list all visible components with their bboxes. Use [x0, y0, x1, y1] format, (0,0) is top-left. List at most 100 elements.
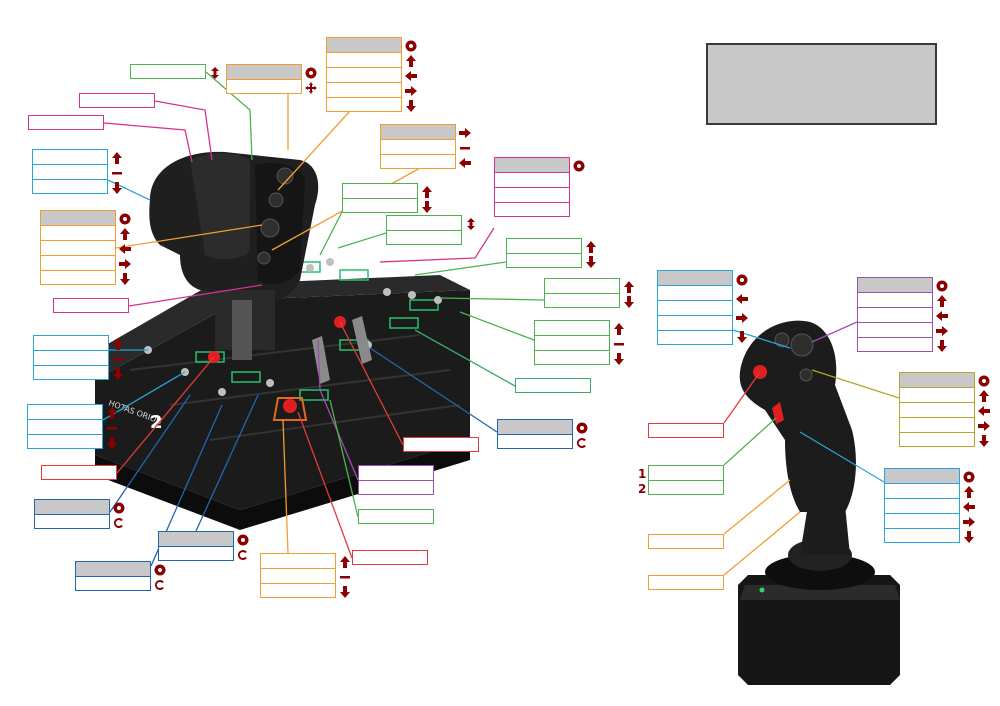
label-entry-cell[interactable] — [516, 379, 590, 394]
label-header-cell[interactable] — [498, 420, 572, 435]
label-entry-cell[interactable] — [658, 301, 732, 316]
l-darkblue-pr3-label-box[interactable] — [158, 531, 234, 561]
l-pink-hat-label-box[interactable] — [494, 157, 570, 217]
label-entry-cell[interactable] — [353, 551, 427, 566]
l-orange-udc-label-box[interactable] — [260, 553, 336, 598]
l-stick-red-label-box[interactable] — [648, 423, 724, 438]
l-stick-hat-blue-label-box[interactable] — [657, 270, 733, 345]
label-entry-cell[interactable] — [858, 338, 932, 353]
label-header-cell[interactable] — [41, 211, 115, 226]
label-entry-cell[interactable] — [327, 83, 401, 98]
label-entry-cell[interactable] — [29, 116, 103, 131]
label-header-cell[interactable] — [495, 158, 569, 173]
label-entry-cell[interactable] — [404, 438, 478, 453]
label-entry-cell[interactable] — [649, 481, 723, 496]
label-entry-cell[interactable] — [42, 466, 116, 481]
l-blue-udc-label-box[interactable] — [32, 149, 108, 194]
l-blue-udc2-label-box[interactable] — [33, 335, 109, 380]
label-entry-cell[interactable] — [545, 294, 619, 309]
label-header-cell[interactable] — [658, 271, 732, 286]
label-entry-cell[interactable] — [535, 351, 609, 366]
label-entry-cell[interactable] — [649, 576, 723, 591]
label-header-cell[interactable] — [327, 38, 401, 53]
label-header-cell[interactable] — [159, 532, 233, 547]
l-green-ud4-label-box[interactable] — [544, 278, 620, 308]
label-entry-cell[interactable] — [498, 435, 572, 450]
l-stick-hat-purple-label-box[interactable] — [857, 277, 933, 352]
l-stick-hat-blue2-label-box[interactable] — [884, 468, 960, 543]
l-orange-lr-label-box[interactable] — [380, 124, 456, 169]
label-entry-cell[interactable] — [41, 271, 115, 286]
label-entry-cell[interactable] — [885, 529, 959, 544]
label-header-cell[interactable] — [381, 125, 455, 140]
label-entry-cell[interactable] — [387, 216, 461, 231]
label-entry-cell[interactable] — [227, 80, 301, 95]
label-header-cell[interactable] — [885, 469, 959, 484]
label-entry-cell[interactable] — [495, 188, 569, 203]
label-entry-cell[interactable] — [359, 510, 433, 525]
label-entry-cell[interactable] — [900, 433, 974, 448]
label-entry-cell[interactable] — [885, 499, 959, 514]
label-entry-cell[interactable] — [535, 321, 609, 336]
l-red-3-label-box[interactable] — [352, 550, 428, 565]
label-entry-cell[interactable] — [33, 165, 107, 180]
label-entry-cell[interactable] — [649, 535, 723, 550]
label-entry-cell[interactable] — [535, 336, 609, 351]
label-entry-cell[interactable] — [261, 554, 335, 569]
label-entry-cell[interactable] — [658, 286, 732, 301]
label-header-cell[interactable] — [858, 278, 932, 293]
label-entry-cell[interactable] — [76, 577, 150, 592]
label-entry-cell[interactable] — [327, 53, 401, 68]
label-entry-cell[interactable] — [261, 584, 335, 599]
label-entry-cell[interactable] — [327, 98, 401, 113]
label-entry-cell[interactable] — [381, 140, 455, 155]
label-entry-cell[interactable] — [131, 65, 205, 80]
label-entry-cell[interactable] — [343, 199, 417, 214]
l-stick-trigger-label-box[interactable] — [648, 465, 724, 495]
label-entry-cell[interactable] — [545, 279, 619, 294]
label-entry-cell[interactable] — [33, 150, 107, 165]
l-red-1-label-box[interactable] — [403, 437, 479, 452]
label-entry-cell[interactable] — [649, 424, 723, 439]
l-mint-label-box[interactable] — [515, 378, 591, 393]
label-entry-cell[interactable] — [34, 366, 108, 381]
label-entry-cell[interactable] — [858, 323, 932, 338]
label-entry-cell[interactable] — [343, 184, 417, 199]
label-entry-cell[interactable] — [34, 351, 108, 366]
l-pink-1-label-box[interactable] — [79, 93, 155, 108]
l-hat-orange-top-label-box[interactable] — [226, 64, 302, 94]
label-entry-cell[interactable] — [495, 173, 569, 188]
label-entry-cell[interactable] — [900, 388, 974, 403]
label-entry-cell[interactable] — [387, 231, 461, 246]
label-entry-cell[interactable] — [28, 420, 102, 435]
label-header-cell[interactable] — [76, 562, 150, 577]
l-pink-3-label-box[interactable] — [53, 298, 129, 313]
l-green-udc-label-box[interactable] — [534, 320, 610, 365]
label-entry-cell[interactable] — [54, 299, 128, 314]
l-green-ud1-label-box[interactable] — [342, 183, 418, 213]
label-entry-cell[interactable] — [507, 239, 581, 254]
label-entry-cell[interactable] — [261, 569, 335, 584]
label-entry-cell[interactable] — [33, 180, 107, 195]
label-entry-cell[interactable] — [507, 254, 581, 269]
l-stick-orange1-label-box[interactable] — [648, 534, 724, 549]
l-green-2-label-box[interactable] — [358, 509, 434, 524]
label-header-cell[interactable] — [35, 500, 109, 515]
l-updown-top-label-box[interactable] — [130, 64, 206, 79]
label-header-cell[interactable] — [900, 373, 974, 388]
label-entry-cell[interactable] — [41, 226, 115, 241]
label-entry-cell[interactable] — [858, 293, 932, 308]
label-entry-cell[interactable] — [359, 466, 433, 481]
label-entry-cell[interactable] — [649, 466, 723, 481]
label-entry-cell[interactable] — [858, 308, 932, 323]
label-entry-cell[interactable] — [34, 336, 108, 351]
label-entry-cell[interactable] — [900, 403, 974, 418]
label-entry-cell[interactable] — [658, 331, 732, 346]
label-entry-cell[interactable] — [359, 481, 433, 496]
label-entry-cell[interactable] — [28, 435, 102, 450]
l-purple-1-label-box[interactable] — [358, 465, 434, 495]
label-entry-cell[interactable] — [80, 94, 154, 109]
l-darkblue-pr1-label-box[interactable] — [497, 419, 573, 449]
label-entry-cell[interactable] — [885, 484, 959, 499]
label-entry-cell[interactable] — [327, 68, 401, 83]
